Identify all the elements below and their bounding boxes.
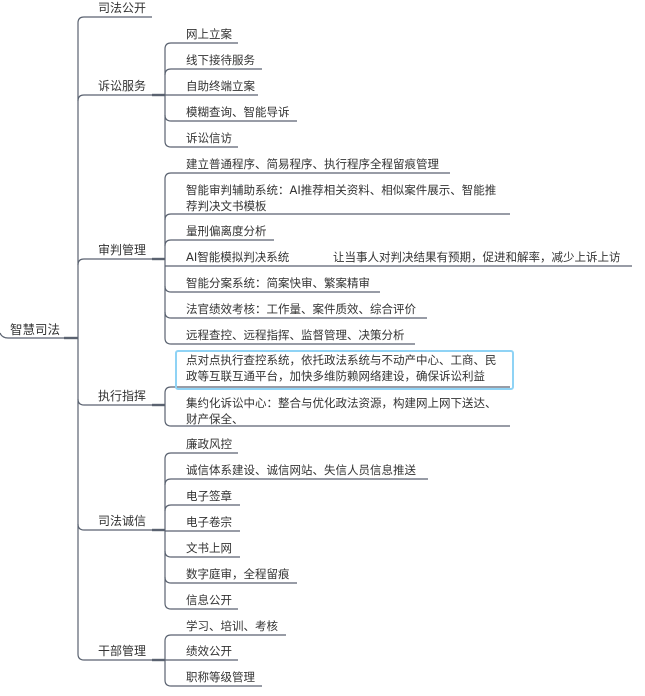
leaf-node[interactable]: AI智能模拟判决系统 — [186, 250, 290, 264]
leaf-node[interactable]: 网上立案 — [186, 27, 232, 41]
leaf-line-1: 点对点执行查控系统，依托政法系统与不动产中心、工商、民 — [186, 353, 497, 367]
leaf-node[interactable]: 电子卷宗 — [186, 515, 232, 529]
leaf-node-multiline[interactable]: 智能审判辅助系统：AI推荐相关资料、相似案件展示、智能推 荐判决文书模板 — [186, 182, 496, 214]
leaf-node[interactable]: 职称等级管理 — [186, 670, 255, 684]
leaf-note: 让当事人对判决结果有预期，促进和解率，减少上诉上访 — [333, 250, 621, 264]
leaf-node-multiline-selected[interactable]: 点对点执行查控系统，依托政法系统与不动产中心、工商、民 政等互联互通平台，加快多… — [186, 352, 497, 384]
leaf-line-1: 集约化诉讼中心：整合与优化政法资源，构建网上网下送达、 — [186, 396, 497, 410]
leaf-line-2: 荐判决文书模板 — [186, 199, 267, 213]
leaf-node[interactable]: 绩效公开 — [186, 644, 232, 658]
leaf-node[interactable]: 诉讼信访 — [186, 131, 232, 145]
branch-execution-command[interactable]: 执行指挥 — [98, 389, 147, 403]
leaf-node[interactable]: 模糊查询、智能导诉 — [186, 105, 290, 119]
leaf-node[interactable]: 诚信体系建设、诚信网站、失信人员信息推送 — [186, 463, 416, 477]
leaf-node[interactable]: 法官绩效考核：工作量、案件质效、综合评价 — [186, 302, 416, 316]
branch-litigation-service[interactable]: 诉讼服务 — [98, 79, 147, 93]
leaf-node[interactable]: 自助终端立案 — [186, 79, 255, 93]
leaf-line-1: 智能审判辅助系统：AI推荐相关资料、相似案件展示、智能推 — [186, 183, 497, 197]
leaf-node[interactable]: 电子签章 — [186, 489, 232, 503]
leaf-node[interactable]: 学习、培训、考核 — [186, 619, 278, 633]
leaf-node[interactable]: 廉政风控 — [186, 437, 232, 451]
leaf-node[interactable]: 建立普通程序、简易程序、执行程序全程留痕管理 — [186, 157, 439, 171]
leaf-node[interactable]: 线下接待服务 — [186, 53, 255, 67]
root-node[interactable]: 智慧司法 — [10, 322, 61, 337]
branch-trial-management[interactable]: 审判管理 — [98, 243, 147, 257]
branch-cadre-management[interactable]: 干部管理 — [98, 644, 147, 658]
leaf-node[interactable]: 远程查控、远程指挥、监督管理、决策分析 — [186, 328, 405, 342]
selected-node-highlight — [175, 350, 514, 390]
branch-judicial-openness[interactable]: 司法公开 — [98, 1, 147, 15]
leaf-node-multiline[interactable]: 集约化诉讼中心：整合与优化政法资源，构建网上网下送达、 财产保全、 — [186, 395, 497, 427]
leaf-node[interactable]: 信息公开 — [186, 593, 232, 607]
leaf-line-2: 政等互联互通平台，加快多维防赖网络建设，确保诉讼利益 — [186, 369, 485, 383]
leaf-node[interactable]: 数字庭审，全程留痕 — [186, 567, 290, 581]
leaf-line-2: 财产保全、 — [186, 412, 244, 426]
leaf-node[interactable]: 智能分案系统：简案快审、繁案精审 — [186, 276, 370, 290]
leaf-node[interactable]: 文书上网 — [186, 541, 232, 555]
branch-judicial-credit[interactable]: 司法诚信 — [98, 514, 147, 528]
leaf-node[interactable]: 量刑偏离度分析 — [186, 224, 267, 238]
